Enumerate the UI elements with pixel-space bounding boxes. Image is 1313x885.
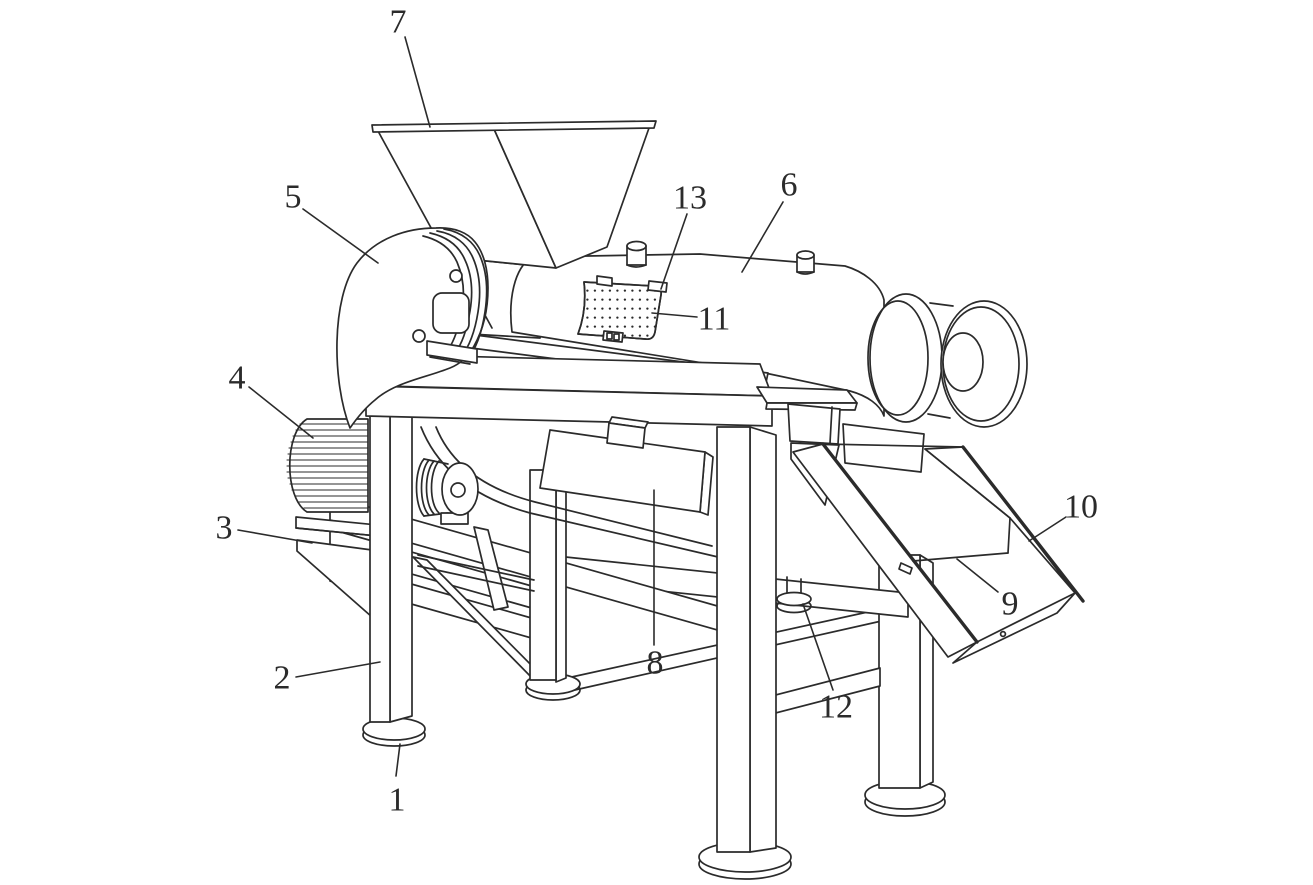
outlet-assembly xyxy=(867,293,1028,428)
leader-line-10 xyxy=(1028,516,1067,542)
drive-housing xyxy=(336,227,489,429)
short-brace xyxy=(473,526,509,611)
discharge-chute-floor xyxy=(912,448,1011,562)
callout-1: 1 xyxy=(389,782,406,819)
housing-rib xyxy=(443,228,488,361)
pulley-hub xyxy=(450,482,466,498)
hopper-rim xyxy=(371,120,657,133)
chute-slot xyxy=(898,562,913,575)
support-plate xyxy=(756,386,858,404)
callout-10: 10 xyxy=(1064,489,1098,526)
leveling-foot xyxy=(776,576,812,614)
leader-line-12 xyxy=(802,603,834,691)
front-left-leg xyxy=(362,354,426,747)
chute-edge-thick xyxy=(961,445,1085,603)
callout-5: 5 xyxy=(285,179,302,216)
drum-ports xyxy=(626,240,815,275)
leader-line-4 xyxy=(248,386,314,439)
leader-line-2 xyxy=(295,661,381,678)
leader-line-5 xyxy=(302,208,379,264)
housing-rib xyxy=(429,232,473,354)
tray-drawer xyxy=(539,416,714,516)
callout-3: 3 xyxy=(216,510,233,547)
callout-13: 13 xyxy=(673,180,707,217)
callout-2: 2 xyxy=(274,660,291,697)
housing-flange xyxy=(426,340,478,364)
screen-panel xyxy=(577,275,668,343)
housing-bolt xyxy=(449,269,463,283)
brace-line xyxy=(417,565,535,592)
housing-bolt xyxy=(412,329,426,343)
screen-tab-left xyxy=(596,275,613,287)
drawer-front xyxy=(539,429,706,513)
brace-line xyxy=(417,554,535,581)
belt-pulley xyxy=(415,458,479,525)
leader-line-11 xyxy=(651,312,698,318)
chute-end-wall xyxy=(952,592,1076,664)
chute-hole xyxy=(999,630,1007,638)
feed-hopper xyxy=(371,120,657,269)
collar-ring-outer xyxy=(869,293,943,423)
center-front-leg xyxy=(698,426,792,880)
chute-rim-top xyxy=(822,443,964,448)
housing-rib xyxy=(436,230,481,358)
leader-line-3 xyxy=(237,529,313,544)
leader-line-1 xyxy=(395,743,401,777)
callout-6: 6 xyxy=(781,167,798,204)
screen-clip-tab xyxy=(647,280,668,293)
port-rear xyxy=(796,250,815,275)
outlet-pedestal xyxy=(842,423,925,473)
port-front xyxy=(626,240,647,268)
motor xyxy=(286,418,374,513)
leader-line-6 xyxy=(741,201,784,273)
discharge-chute-side-wall xyxy=(924,446,1076,594)
chute-edge-thick xyxy=(821,442,979,644)
leader-line-9 xyxy=(956,558,999,593)
callout-7: 7 xyxy=(390,4,407,41)
outlet-bore xyxy=(942,332,984,392)
screen-bottom-clip xyxy=(602,330,624,343)
housing-port-cutout xyxy=(432,292,470,334)
discharge-chute xyxy=(792,442,1085,664)
callout-9: 9 xyxy=(1002,586,1019,623)
callout-12: 12 xyxy=(819,689,853,726)
motor-fins xyxy=(286,423,369,509)
collar-ring-inner xyxy=(867,300,929,416)
callout-11: 11 xyxy=(698,301,731,338)
leader-line-7 xyxy=(404,36,431,128)
callout-4: 4 xyxy=(229,360,246,397)
callout-8: 8 xyxy=(647,645,664,682)
leader-line-13 xyxy=(660,213,688,290)
drawer-handle xyxy=(606,422,646,449)
